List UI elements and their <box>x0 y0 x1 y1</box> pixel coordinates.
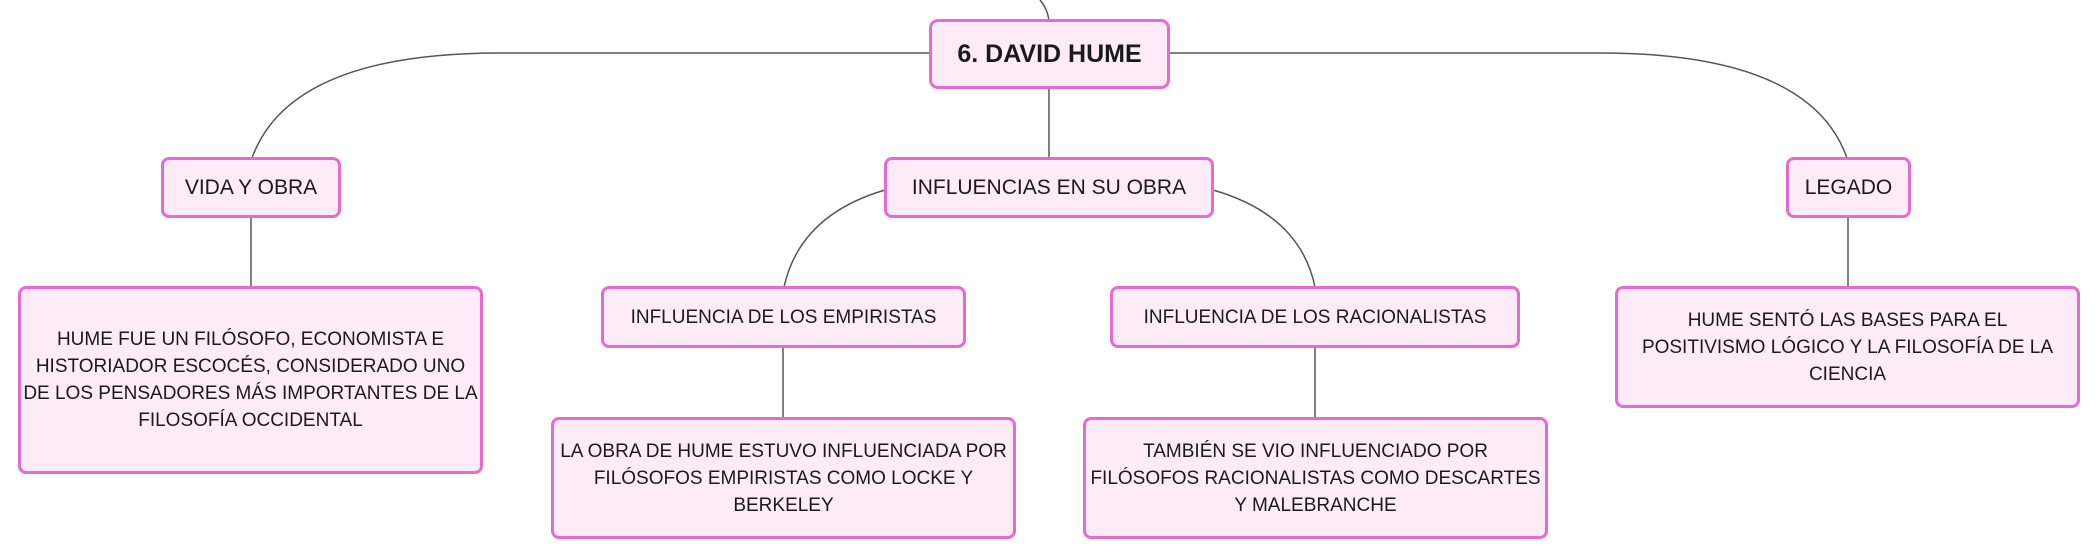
branch-influencias[interactable]: INFLUENCIAS EN SU OBRA <box>884 157 1214 218</box>
detail-racionalistas[interactable]: TAMBIÉN SE VIO INFLUENCIADO POR FILÓSOFO… <box>1083 417 1548 539</box>
connector-influencias-racionalistas <box>1212 189 1316 288</box>
connector-root-legado <box>1170 52 1848 159</box>
detail-vida-y-obra[interactable]: HUME FUE UN FILÓSOFO, ECONOMISTA E HISTO… <box>18 286 483 474</box>
subbranch-empiristas[interactable]: INFLUENCIA DE LOS EMPIRISTAS <box>601 286 966 348</box>
branch-vida-y-obra[interactable]: VIDA Y OBRA <box>161 157 341 218</box>
connector-incoming <box>1039 0 1050 21</box>
subbranch-racionalistas[interactable]: INFLUENCIA DE LOS RACIONALISTAS <box>1110 286 1520 348</box>
connector-influencias-empiristas <box>783 189 886 288</box>
detail-empiristas[interactable]: LA OBRA DE HUME ESTUVO INFLUENCIADA POR … <box>551 417 1016 539</box>
branch-legado[interactable]: LEGADO <box>1786 157 1911 218</box>
connector-root-vida <box>251 52 930 159</box>
detail-legado[interactable]: HUME SENTÓ LAS BASES PARA EL POSITIVISMO… <box>1615 286 2080 408</box>
root-node[interactable]: 6. DAVID HUME <box>929 19 1170 89</box>
